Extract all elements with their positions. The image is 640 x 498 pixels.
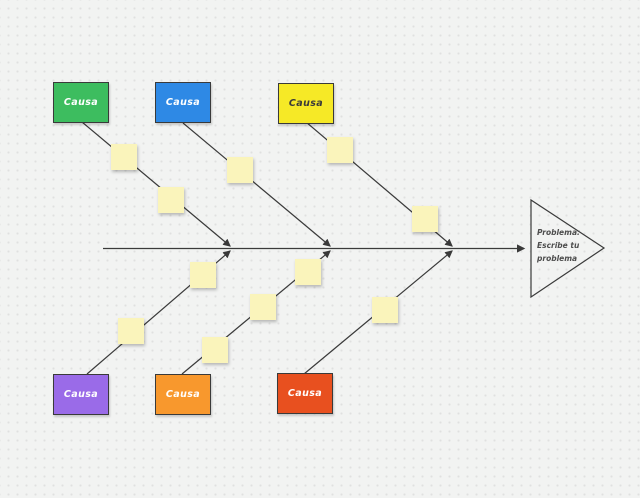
cause-box-bottom-1[interactable]: Causa xyxy=(53,374,109,415)
cause-box-label: Causa xyxy=(288,98,324,109)
cause-box-label: Causa xyxy=(165,97,201,108)
cause-box-top-3[interactable]: Causa xyxy=(278,83,334,124)
sticky-note[interactable] xyxy=(250,294,276,320)
sticky-note[interactable] xyxy=(118,318,144,344)
cause-box-label: Causa xyxy=(63,389,99,400)
problem-triangle[interactable] xyxy=(530,198,606,299)
cause-box-top-2[interactable]: Causa xyxy=(155,82,211,123)
sticky-note[interactable] xyxy=(202,337,228,363)
problem-label-line: problema xyxy=(537,254,578,263)
cause-box-label: Causa xyxy=(63,97,99,108)
sticky-note[interactable] xyxy=(412,206,438,232)
sticky-note[interactable] xyxy=(158,187,184,213)
branch-line-top-1[interactable] xyxy=(81,121,231,247)
sticky-note[interactable] xyxy=(190,262,216,288)
cause-box-bottom-2[interactable]: Causa xyxy=(155,374,211,415)
cause-box-label: Causa xyxy=(165,389,201,400)
sticky-note[interactable] xyxy=(227,157,253,183)
branch-line-top-2[interactable] xyxy=(182,122,331,247)
sticky-note[interactable] xyxy=(111,144,137,170)
cause-box-top-1[interactable]: Causa xyxy=(53,82,109,123)
cause-box-bottom-3[interactable]: Causa xyxy=(277,373,333,414)
sticky-note[interactable] xyxy=(372,297,398,323)
problem-label-line: Escribe tu xyxy=(537,241,580,250)
cause-box-label: Causa xyxy=(287,388,323,399)
sticky-note[interactable] xyxy=(327,137,353,163)
problem-label[interactable]: Problema: Escribe tu problema xyxy=(537,226,595,265)
sticky-note[interactable] xyxy=(295,259,321,285)
problem-label-line: Problema: xyxy=(537,228,581,237)
